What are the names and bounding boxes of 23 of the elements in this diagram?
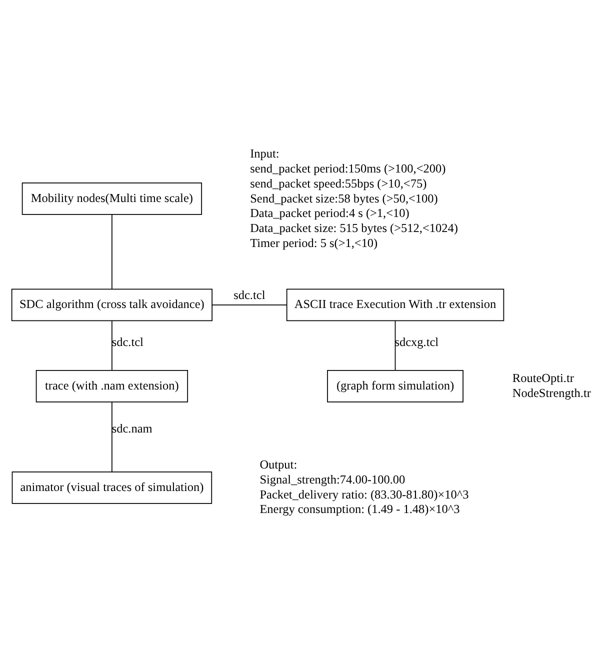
label: Data_packet period:4 s (>1,<10) [250, 206, 410, 220]
node-box: animator (visual traces of simulation) [12, 470, 212, 504]
node-box: (graph form simulation) [327, 370, 464, 402]
edge-label: sdc.tcl [234, 287, 266, 302]
label: send_packet speed:55bps (>10,<75) [250, 176, 427, 190]
label: NodeStrength.tr [512, 385, 591, 400]
node-box: SDC algorithm (cross talk avoidance) [11, 288, 212, 321]
label: Energy consumption: (1.49 - 1.48)×10^3 [260, 502, 460, 516]
label: Signal_strength:74.00-100.00 [260, 472, 406, 486]
label: RouteOpti.tr [512, 370, 574, 385]
label: Output: [260, 457, 298, 472]
node-box: trace (with .nam extension) [36, 370, 188, 402]
label: Packet_delivery ratio: (83.30-81.80)×10^3 [260, 486, 469, 501]
label: Send_packet size:58 bytes (>50,<100) [250, 190, 438, 205]
label: send_packet period:150ms (>100,<200) [250, 161, 446, 176]
label: Data_packet size: 515 bytes (>512,<1024) [250, 220, 458, 235]
label: Timer period: 5 s(>1,<10) [250, 235, 378, 250]
node-box: ASCII trace Execution With .tr extension [286, 288, 504, 321]
edge-label: sdcxg.tcl [394, 334, 439, 349]
node-box: Mobility nodes(Multi time scale) [22, 182, 202, 214]
connector [212, 304, 288, 305]
label: Input: [250, 146, 280, 160]
connector [394, 320, 396, 370]
